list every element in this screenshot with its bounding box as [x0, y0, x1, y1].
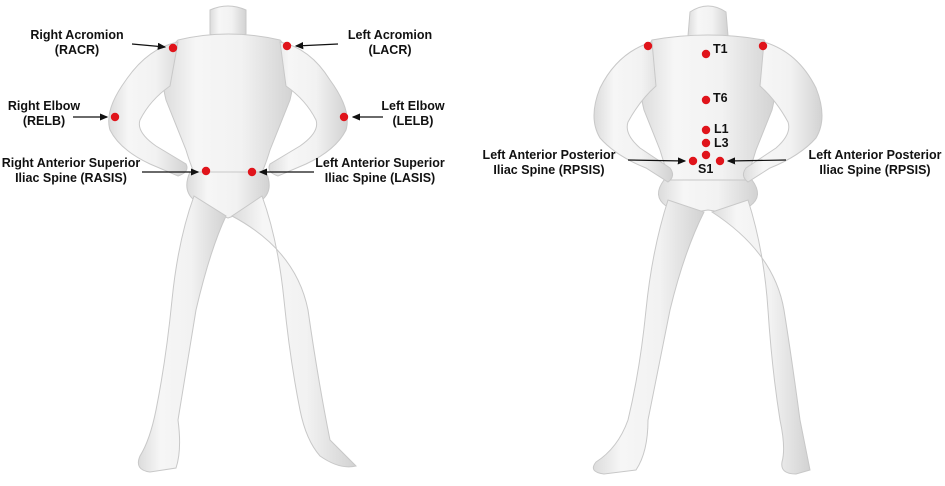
front-torso	[162, 33, 294, 181]
back-arrows	[627, 157, 787, 165]
label-lpsis: Left Anterior Posterior Iliac Spine (RPS…	[809, 148, 942, 178]
label-rasis: Right Anterior Superior Iliac Spine (RAS…	[2, 156, 140, 186]
label-l1: L1	[714, 122, 729, 136]
label-racr: Right Acromion (RACR)	[30, 28, 123, 58]
label-lacr-line2: (LACR)	[368, 43, 412, 57]
back-figure	[592, 5, 823, 475]
marker-l3	[701, 138, 711, 148]
marker-back-lacr	[758, 41, 768, 51]
front-right-leg	[137, 195, 227, 473]
marker-t6	[701, 95, 711, 105]
arrow-lacr	[294, 42, 339, 50]
label-relb-line2: (RELB)	[22, 114, 66, 128]
label-rpsis: Left Anterior Posterior Iliac Spine (RPS…	[483, 148, 616, 178]
label-lasis-line2: Iliac Spine (LASIS)	[324, 171, 436, 185]
label-relb: Right Elbow (RELB)	[8, 99, 80, 129]
front-left-arm	[268, 41, 348, 177]
label-lacr: Left Acromion (LACR)	[348, 28, 432, 58]
label-t1: T1	[713, 42, 728, 56]
label-relb-line1: Right Elbow	[7, 99, 81, 113]
label-rasis-line2: Iliac Spine (RASIS)	[15, 171, 127, 185]
marker-back-racr	[643, 41, 653, 51]
label-lasis-line1: Left Anterior Superior	[315, 156, 445, 170]
front-markers	[110, 41, 349, 177]
marker-racr	[168, 43, 178, 53]
label-t6: T6	[713, 91, 728, 105]
marker-lasis	[247, 167, 257, 177]
label-rasis-line1: Right Anterior Superior	[1, 156, 141, 170]
label-lpsis-line2: Iliac Spine (RPSIS)	[819, 163, 931, 177]
marker-lacr	[282, 41, 292, 51]
arrow-lpsis	[726, 157, 787, 165]
front-right-arm	[108, 41, 188, 177]
marker-lelb	[339, 112, 349, 122]
label-rpsis-line1: Left Anterior Posterior	[482, 148, 616, 162]
back-markers	[643, 41, 768, 166]
label-l3: L3	[714, 136, 729, 150]
label-lpsis-line1: Left Anterior Posterior	[808, 148, 942, 162]
marker-lpsis	[715, 156, 725, 166]
back-right-arm	[593, 41, 674, 183]
label-s1: S1	[698, 162, 714, 176]
marker-rpsis	[688, 156, 698, 166]
marker-s1-top	[701, 150, 711, 160]
marker-t1	[701, 49, 711, 59]
arrow-rpsis	[627, 157, 687, 165]
marker-relb	[110, 112, 120, 122]
front-left-leg	[231, 195, 357, 468]
label-lelb: Left Elbow (LELB)	[381, 99, 444, 129]
label-lacr-line1: Left Acromion	[347, 28, 433, 42]
label-lelb-line1: Left Elbow	[381, 99, 445, 113]
back-left-arm	[742, 41, 823, 183]
label-racr-line1: Right Acromion	[30, 28, 124, 42]
arrow-racr	[131, 42, 167, 50]
label-lelb-line2: (LELB)	[392, 114, 434, 128]
back-pelvis	[658, 179, 758, 212]
label-rpsis-line2: Iliac Spine (RPSIS)	[493, 163, 605, 177]
label-lasis: Left Anterior Superior Iliac Spine (LASI…	[315, 156, 444, 186]
marker-l1	[701, 125, 711, 135]
label-racr-line2: (RACR)	[54, 43, 100, 57]
back-left-leg	[710, 199, 811, 475]
front-figure	[108, 5, 357, 473]
front-arrows	[73, 42, 383, 176]
marker-rasis	[201, 166, 211, 176]
back-right-leg	[592, 199, 705, 475]
